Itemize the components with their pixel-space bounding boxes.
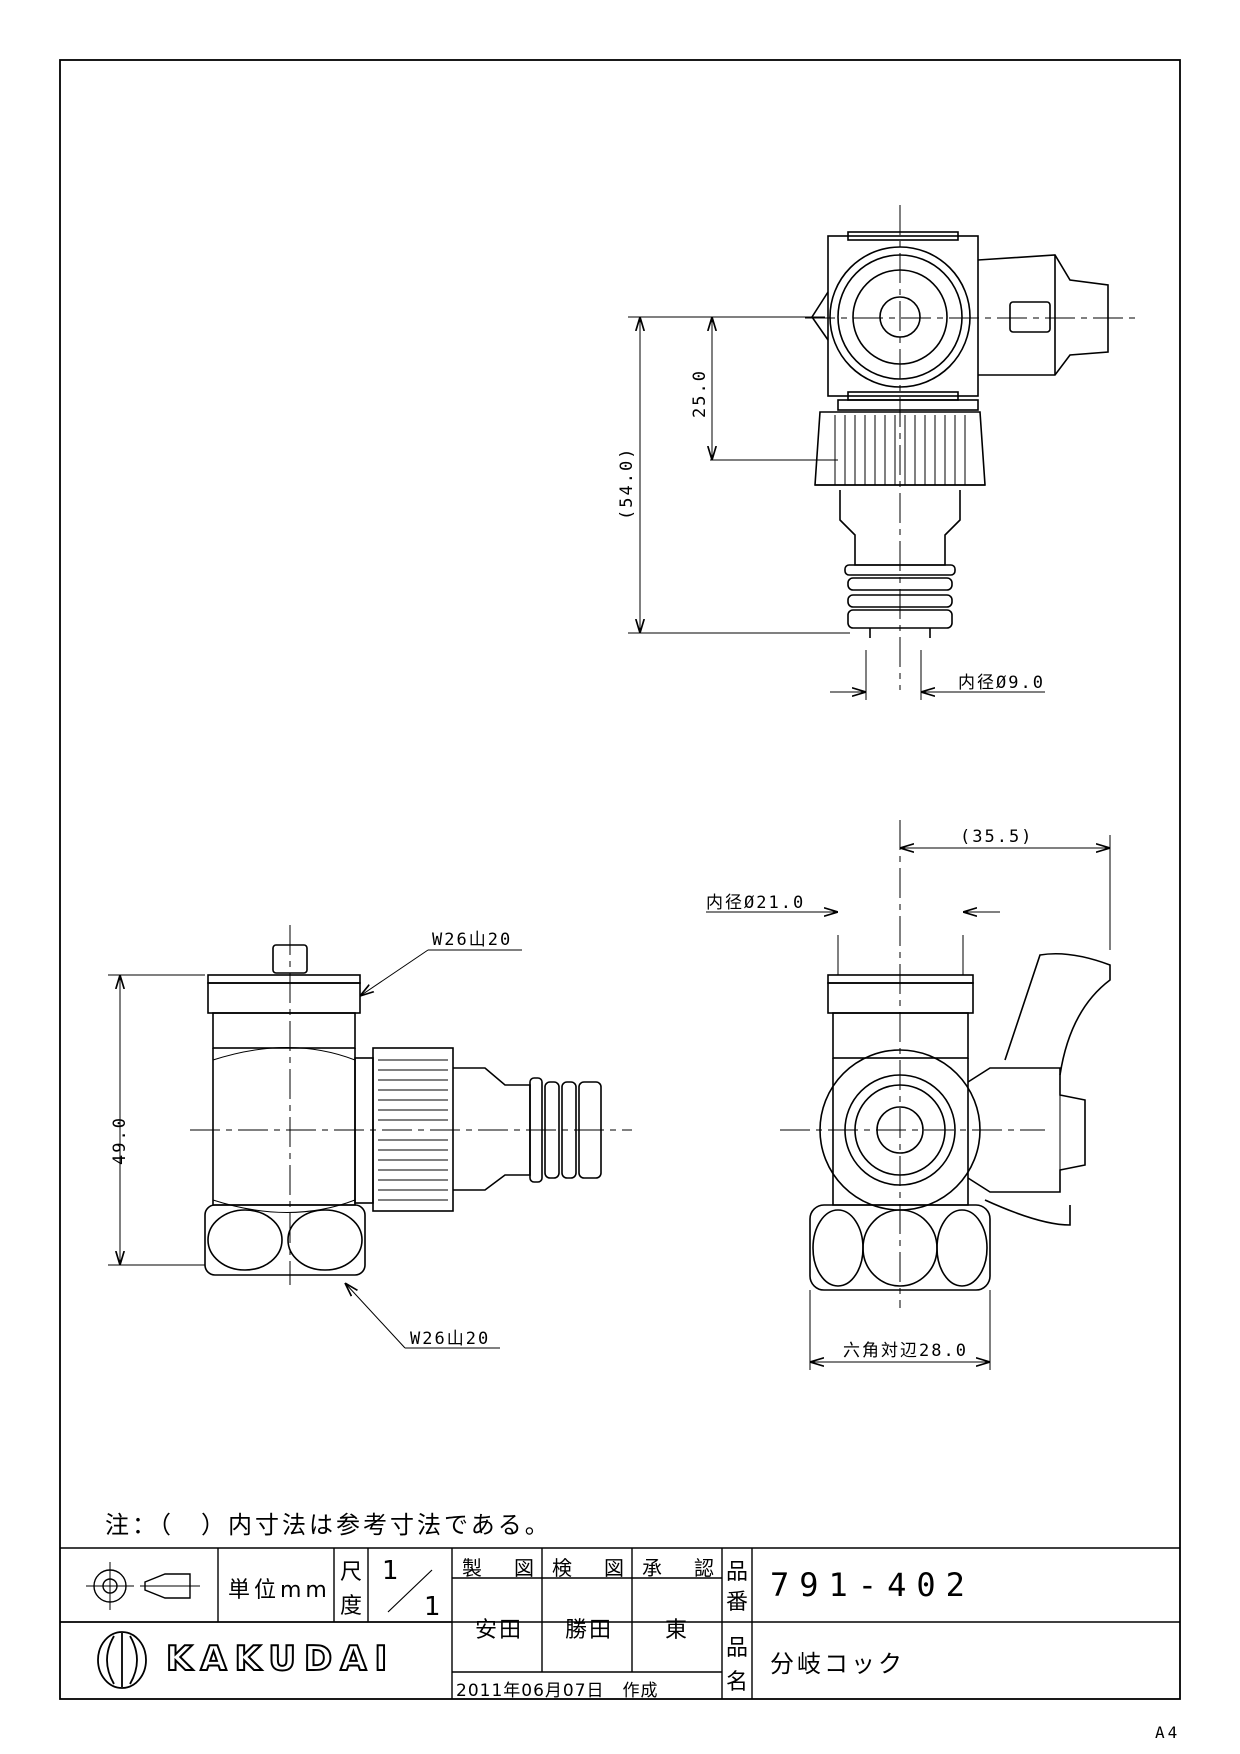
dim-top-partial: 25.0: [690, 369, 710, 418]
dim-top-inner-dia: 内径Ø9.0: [958, 673, 1045, 693]
date-created: 2011年06月07日 作成: [456, 1681, 659, 1701]
part-number: 791-402: [770, 1566, 975, 1604]
checked-label: 検 図: [552, 1556, 630, 1580]
sheet-border: [59, 59, 1181, 1700]
scale-label-2: 度: [340, 1594, 363, 1619]
scale-numerator: 1: [382, 1556, 399, 1586]
checked-by: 勝田: [565, 1618, 614, 1643]
dim-right-width: (35.5): [960, 827, 1033, 847]
right-view: (35.5) 内径Ø21.0 六角対辺28.0: [706, 820, 1111, 1370]
dim-left-height: 49.0: [110, 1116, 130, 1165]
dim-left-thread-top: W26山20: [432, 930, 512, 950]
top-view: (54.0) 25.0 内径Ø9.0: [617, 205, 1138, 700]
dim-left-thread-bottom: W26山20: [410, 1329, 490, 1349]
kakudai-logo-icon: [97, 1631, 147, 1689]
part-name-label-1: 品: [726, 1636, 749, 1661]
projection-symbol-icon: [86, 1562, 200, 1610]
approved-label: 承 認: [642, 1556, 720, 1580]
approved-by: 東: [665, 1618, 688, 1643]
scale-label-1: 尺: [340, 1560, 363, 1585]
company-name: KAKUDAI: [165, 1638, 396, 1680]
left-view: 49.0 W26山20 W26山20: [108, 925, 632, 1349]
dim-right-inner-dia: 内径Ø21.0: [706, 893, 805, 913]
part-name-label-2: 名: [726, 1670, 749, 1695]
sheet-size: A4: [1155, 1723, 1181, 1742]
dim-right-hex: 六角対辺28.0: [843, 1341, 968, 1361]
scale-denominator: 1: [424, 1592, 441, 1622]
dim-top-overall: (54.0): [617, 447, 637, 520]
drawing-note: 注：（ ）内寸法は参考寸法である。: [105, 1511, 552, 1539]
unit-label: 単位mm: [228, 1578, 331, 1603]
part-name: 分岐コック: [770, 1650, 905, 1678]
part-no-label-1: 品: [726, 1560, 749, 1585]
drawn-by: 安田: [475, 1618, 524, 1643]
drawn-label: 製 図: [462, 1556, 540, 1580]
title-block-frame: [60, 1547, 1180, 1699]
part-no-label-2: 番: [726, 1590, 749, 1615]
